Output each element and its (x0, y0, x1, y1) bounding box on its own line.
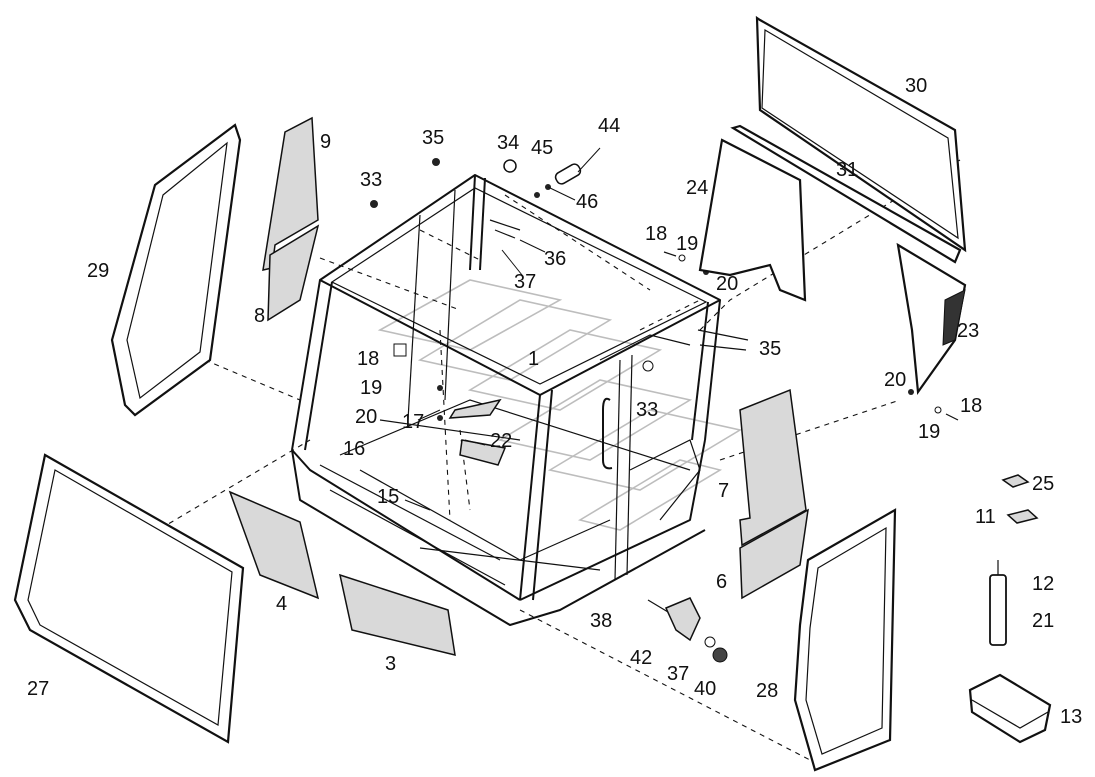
glass-panels (13, 15, 967, 772)
callout-30: 30 (905, 75, 927, 97)
callout-36: 36 (544, 248, 566, 270)
bolt-15 (404, 499, 431, 511)
callout-34: 34 (497, 132, 519, 154)
callout-15: 15 (377, 486, 399, 508)
callout-22: 22 (490, 430, 512, 452)
callout-45: 45 (531, 137, 553, 159)
nut-35 (432, 158, 440, 166)
nut-20-far (908, 389, 914, 395)
washer-19 (437, 385, 443, 391)
callout-42: 42 (630, 647, 652, 669)
callout-35-top: 35 (422, 127, 444, 149)
cap-34 (503, 159, 517, 173)
bolt-18-far (945, 413, 959, 421)
nut-33-right (642, 360, 654, 372)
accessories (968, 474, 1052, 744)
callout-6: 6 (716, 571, 727, 593)
rear-glass-30 (755, 15, 967, 253)
callout-16: 16 (343, 438, 365, 460)
callout-11: 11 (975, 506, 996, 528)
cab-frame (291, 174, 721, 626)
callout-25: 25 (1032, 473, 1054, 495)
hardware-parts (370, 158, 959, 663)
block-13 (968, 673, 1052, 744)
callout-12: 12 (1032, 573, 1054, 595)
glass-8 (267, 224, 320, 322)
callout-24: 24 (686, 177, 708, 199)
callout-3: 3 (385, 653, 396, 675)
callout-20-left: 20 (355, 406, 377, 428)
window-frame-29 (110, 123, 242, 417)
sealant-tube-12-21 (989, 574, 1007, 646)
callout-19-left: 19 (360, 377, 382, 399)
nut-33 (370, 200, 378, 208)
leader-lines (417, 147, 601, 446)
callout-31: 31 (836, 159, 858, 181)
callout-37-top: 37 (514, 271, 536, 293)
seal-strip-31 (730, 124, 962, 264)
latch-22 (459, 439, 507, 466)
callout-18-left: 18 (357, 348, 379, 370)
callout-44: 44 (598, 115, 620, 137)
washer-19-right (678, 254, 686, 262)
callout-9: 9 (320, 131, 331, 153)
door-frame-28 (793, 508, 897, 772)
bolts-35-right (697, 329, 749, 351)
glass-6 (739, 508, 809, 600)
callout-19-right: 19 (918, 421, 940, 443)
callout-8: 8 (254, 305, 265, 327)
callout-40: 40 (694, 678, 716, 700)
callout-37-bottom: 37 (667, 663, 689, 685)
glass-7 (739, 388, 807, 547)
nut-20 (437, 415, 443, 421)
callout-17: 17 (402, 411, 424, 433)
bolt-18-right (663, 251, 677, 257)
callout-18-top: 18 (645, 223, 667, 245)
callout-4: 4 (276, 593, 287, 615)
callout-20-top: 20 (716, 273, 738, 295)
pad-11 (1006, 509, 1039, 524)
callout-labels: 1 3 4 6 7 8 9 11 12 13 15 16 17 18 18 18… (27, 75, 1082, 728)
spring-36 (489, 219, 521, 239)
callout-38: 38 (590, 610, 612, 632)
pad-25 (1001, 474, 1030, 488)
callout-29: 29 (87, 260, 109, 282)
callout-13: 13 (1060, 706, 1082, 728)
callout-7: 7 (718, 480, 729, 502)
callout-33-right: 33 (636, 399, 658, 421)
callout-21: 21 (1032, 610, 1054, 632)
callout-23: 23 (957, 320, 979, 342)
cylinder-44 (554, 163, 582, 185)
washer-38 (704, 636, 716, 648)
nut-40 (712, 647, 728, 663)
washer-19-far (934, 406, 942, 414)
callout-35-right: 35 (759, 338, 781, 360)
callout-1: 1 (528, 348, 539, 370)
callout-46: 46 (576, 191, 598, 213)
glass-4 (228, 490, 320, 600)
callout-18-right: 18 (960, 395, 982, 417)
callout-27: 27 (27, 678, 49, 700)
callout-33-top: 33 (360, 169, 382, 191)
glass-9 (262, 116, 319, 271)
glass-3 (338, 573, 456, 656)
rear-panel-24 (698, 138, 807, 302)
plate-17 (448, 398, 502, 419)
bolt-42 (647, 599, 669, 613)
callout-19-top: 19 (676, 233, 698, 255)
callout-20-right: 20 (884, 369, 906, 391)
callout-28: 28 (756, 680, 778, 702)
cover-23 (896, 242, 967, 396)
bracket-18 (393, 343, 407, 357)
washer-45 (534, 192, 540, 198)
hinge-37 (664, 597, 701, 642)
windshield-frame-27 (13, 453, 245, 744)
